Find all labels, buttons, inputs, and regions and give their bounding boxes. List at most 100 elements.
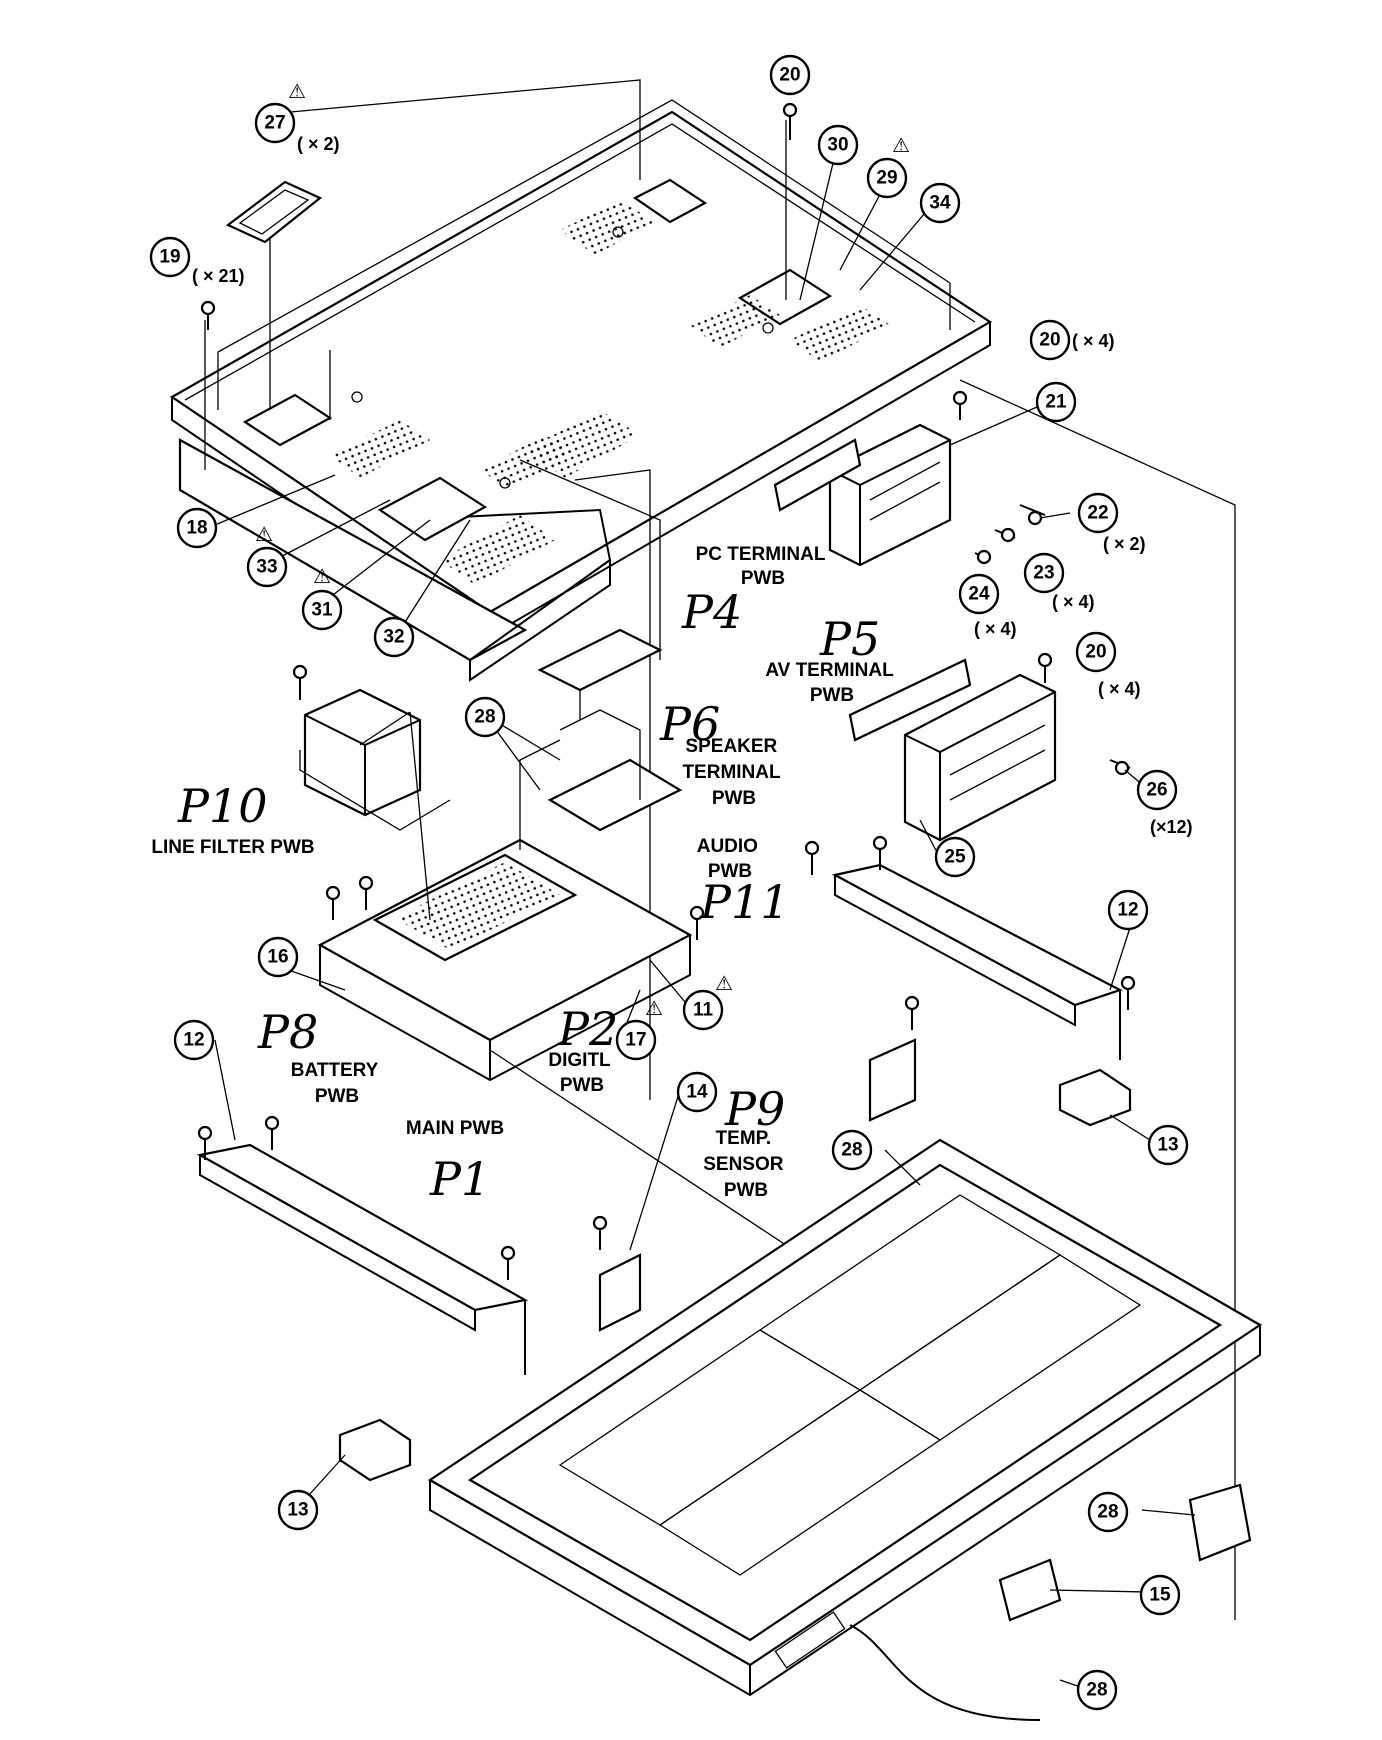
warning-icon: ⚠ xyxy=(645,996,663,1020)
pc-terminal-bracket xyxy=(773,423,952,567)
svg-text:33: 33 xyxy=(256,557,277,578)
callout-12-left: 12 xyxy=(173,1019,215,1061)
svg-text:26: 26 xyxy=(1146,780,1167,801)
label-speaker-terminal-pwb: SPEAKER TERMINAL PWB xyxy=(682,736,785,809)
warning-icon: ⚠ xyxy=(313,564,331,588)
svg-text:13: 13 xyxy=(287,1500,308,1521)
callout-27: 27 xyxy=(254,102,296,144)
callout-13-left: 13 xyxy=(277,1489,319,1531)
handwritten-p2: P2 xyxy=(557,1002,618,1056)
callout-12-right: 12 xyxy=(1107,889,1149,931)
callout-31: 31 xyxy=(301,589,343,631)
svg-text:32: 32 xyxy=(383,627,404,648)
warning-icon: ⚠ xyxy=(892,133,910,157)
svg-text:17: 17 xyxy=(625,1030,646,1051)
svg-text:21: 21 xyxy=(1045,392,1067,413)
callout-19: 19 xyxy=(149,236,191,278)
callout-28-top: 28 xyxy=(464,696,506,738)
label-pc-terminal-pwb: PC TERMINAL PWB xyxy=(696,544,831,589)
qty-23: ( × 4) xyxy=(1052,592,1095,612)
svg-text:28: 28 xyxy=(474,707,495,728)
label-line-filter-pwb: LINE FILTER PWB xyxy=(151,837,314,858)
front-cabinet xyxy=(427,1138,1263,1697)
svg-text:15: 15 xyxy=(1149,1585,1171,1606)
svg-text:20: 20 xyxy=(1039,330,1060,351)
qty-20-pc: ( × 4) xyxy=(1072,331,1115,351)
handwritten-p4: P4 xyxy=(681,585,742,639)
warning-icon: ⚠ xyxy=(255,522,273,546)
svg-text:23: 23 xyxy=(1033,563,1054,584)
handwritten-p8: P8 xyxy=(257,1005,318,1059)
callout-30: 30 xyxy=(817,124,859,166)
svg-text:20: 20 xyxy=(1085,642,1106,663)
support-bracket-right xyxy=(831,863,1123,1060)
callout-32: 32 xyxy=(373,616,415,658)
qty-26: (×12) xyxy=(1150,817,1193,837)
callout-26: 26 xyxy=(1136,769,1178,811)
qty-27: ( × 2) xyxy=(297,134,340,154)
callout-18: 18 xyxy=(176,507,218,549)
callout-17: 17 xyxy=(615,1019,657,1061)
main-chassis xyxy=(317,628,693,1082)
handwritten-p9: P9 xyxy=(724,1082,785,1136)
svg-text:25: 25 xyxy=(944,847,966,868)
callout-28-bottom: 28 xyxy=(1076,1669,1118,1711)
qty-19: ( × 21) xyxy=(192,266,245,286)
label-audio-pwb: AUDIO PWB xyxy=(697,836,764,882)
cord-holders xyxy=(338,1038,1252,1721)
callout-21: 21 xyxy=(1035,381,1077,423)
callout-20-pc: 20 xyxy=(1029,319,1071,361)
qty-20-av: ( × 4) xyxy=(1098,679,1141,699)
svg-text:12: 12 xyxy=(183,1030,204,1051)
qty-24: ( × 4) xyxy=(974,619,1017,639)
svg-text:29: 29 xyxy=(876,168,897,189)
callout-leaders xyxy=(209,154,1196,1694)
callout-20-top: 20 xyxy=(769,54,811,96)
handwritten-p11: P11 xyxy=(699,875,789,929)
callout-25: 25 xyxy=(934,836,976,878)
svg-text:28: 28 xyxy=(1086,1680,1107,1701)
callout-28-center: 28 xyxy=(831,1129,873,1171)
svg-text:22: 22 xyxy=(1087,503,1108,524)
svg-text:14: 14 xyxy=(686,1082,708,1103)
svg-text:34: 34 xyxy=(929,193,951,214)
svg-text:20: 20 xyxy=(779,65,800,86)
qty-22: ( × 2) xyxy=(1103,534,1146,554)
label-digital-pwb: DIGITL PWB xyxy=(548,1050,615,1096)
av-terminal-bracket xyxy=(848,658,1057,842)
callout-24: 24 xyxy=(958,573,1000,615)
svg-text:30: 30 xyxy=(827,135,848,156)
callout-15: 15 xyxy=(1139,1574,1181,1616)
callout-20-av: 20 xyxy=(1075,631,1117,673)
handwritten-p1: P1 xyxy=(429,1152,490,1206)
handwritten-p10: P10 xyxy=(177,779,267,833)
handwritten-p6: P6 xyxy=(659,697,720,751)
callout-14: 14 xyxy=(676,1071,718,1113)
line-filter-assembly xyxy=(299,688,451,831)
callout-29: 29 xyxy=(866,157,908,199)
svg-text:28: 28 xyxy=(841,1140,862,1161)
callout-34: 34 xyxy=(919,182,961,224)
svg-text:31: 31 xyxy=(311,600,333,621)
svg-text:28: 28 xyxy=(1097,1502,1118,1523)
label-battery-pwb: BATTERY PWB xyxy=(291,1060,384,1107)
callout-28-right: 28 xyxy=(1087,1491,1129,1533)
warning-icon: ⚠ xyxy=(288,79,306,103)
svg-text:24: 24 xyxy=(968,584,990,605)
screws xyxy=(197,102,1136,1280)
callout-22: 22 xyxy=(1077,492,1119,534)
label-temp-sensor-pwb: TEMP. SENSOR PWB xyxy=(703,1128,789,1201)
label-main-pwb: MAIN PWB xyxy=(406,1118,504,1139)
rating-label-27 xyxy=(225,180,323,244)
warning-icon: ⚠ xyxy=(715,971,733,995)
svg-text:12: 12 xyxy=(1117,900,1138,921)
svg-text:19: 19 xyxy=(159,247,180,268)
callout-33: 33 xyxy=(246,546,288,588)
svg-text:16: 16 xyxy=(267,947,288,968)
callout-16: 16 xyxy=(257,936,299,978)
svg-text:27: 27 xyxy=(264,113,285,134)
label-av-terminal-pwb: AV TERMINAL PWB xyxy=(765,660,898,706)
svg-text:13: 13 xyxy=(1157,1135,1178,1156)
handwritten-p5: P5 xyxy=(819,612,880,666)
